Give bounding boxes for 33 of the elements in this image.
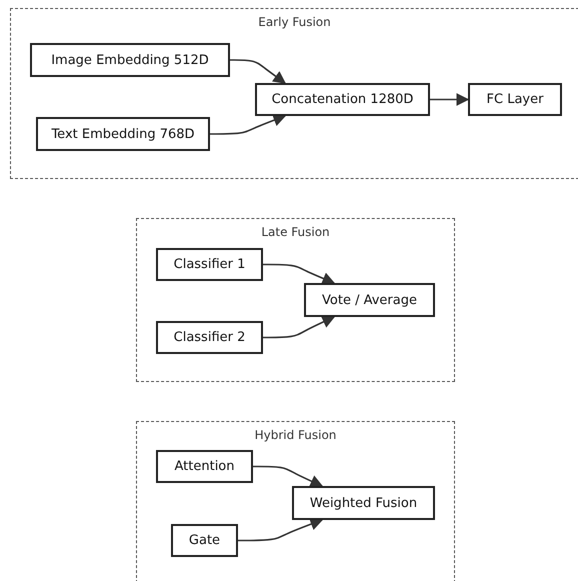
arrow [230,59,286,84]
process-box [36,117,210,151]
group-frame [10,8,578,179]
process-box [156,248,263,281]
arrow [263,316,336,338]
group-title: Hybrid Fusion [254,428,338,442]
group-frame [136,421,455,581]
node-label: Text Embedding 768D [51,126,195,142]
process-box [171,524,238,557]
process-box [255,83,430,116]
node-label: FC Layer [486,92,544,107]
process-box [292,486,435,520]
node-label: Weighted Fusion [310,496,418,510]
process-box [30,43,230,77]
arrow [263,264,336,284]
node-label: Classifier 1 [174,257,246,272]
arrow [210,114,286,135]
group-title: Late Fusion [260,225,331,239]
arrow [253,466,324,488]
process-box [304,283,435,317]
group-title: Early Fusion [257,15,332,29]
arrow [430,93,470,106]
process-box [468,83,562,116]
node-label: Gate [188,533,220,548]
node-label: Classifier 2 [174,330,246,345]
group-frame [136,218,455,382]
node-label: Image Embedding 512D [51,52,209,68]
process-box [156,450,253,483]
node-label: Vote / Average [322,292,417,308]
process-box [156,321,263,354]
node-label: Attention [174,459,234,474]
arrow [238,518,324,542]
node-label: Concatenation 1280D [272,92,414,107]
